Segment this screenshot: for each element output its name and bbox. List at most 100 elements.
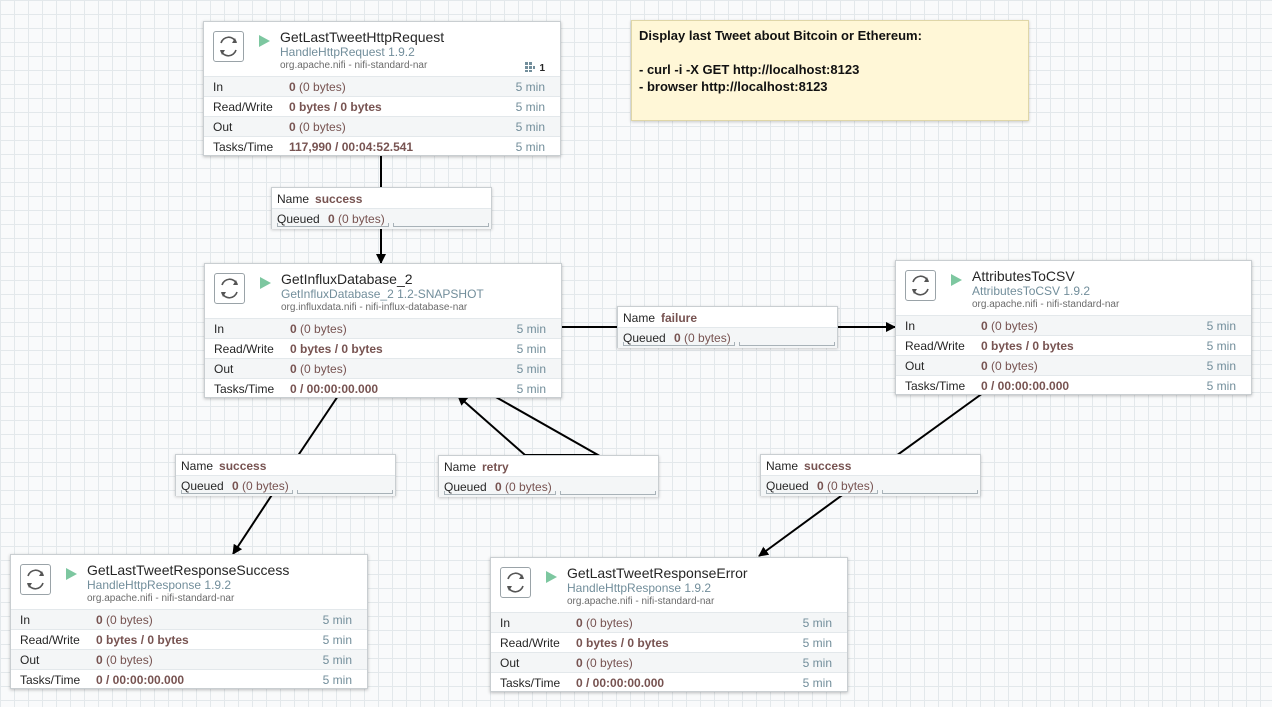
stat-value-out: 0 (0 bytes)	[981, 359, 1038, 373]
stat-value-out: 0 (0 bytes)	[290, 362, 347, 376]
processor-get-last-tweet-response-error[interactable]: GetLastTweetResponseError HandleHttpResp…	[490, 557, 848, 692]
stat-window: 5 min	[802, 636, 832, 650]
processor-type: HandleHttpRequest 1.9.2	[280, 45, 415, 59]
stat-label-out: Out	[213, 120, 233, 134]
processor-name: GetInfluxDatabase_2	[281, 271, 413, 287]
stat-window: 5 min	[322, 633, 352, 647]
processor-bundle: org.apache.nifi - nifi-standard-nar	[972, 299, 1120, 310]
processor-name: GetLastTweetHttpRequest	[280, 29, 445, 45]
stat-row-read-write: Read/Write 0 bytes / 0 bytes 5 min	[204, 96, 560, 116]
stat-window: 5 min	[322, 653, 352, 667]
running-icon	[259, 35, 270, 47]
stat-row-out: Out 0 (0 bytes) 5 min	[205, 358, 561, 378]
processor-get-last-tweet-http-request[interactable]: GetLastTweetHttpRequest HandleHttpReques…	[203, 21, 561, 156]
processor-bundle: org.influxdata.nifi - nifi-influx-databa…	[281, 302, 468, 313]
processor-get-last-tweet-response-success[interactable]: GetLastTweetResponseSuccess HandleHttpRe…	[10, 554, 368, 689]
stat-window: 5 min	[322, 613, 352, 627]
stat-label-read-write: Read/Write	[213, 100, 273, 114]
processor-bundle: org.apache.nifi - nifi-standard-nar	[280, 60, 428, 71]
stat-value-read-write: 0 bytes / 0 bytes	[96, 633, 189, 647]
stat-window: 5 min	[516, 362, 546, 376]
stat-value-tasks-time: 0 / 00:00:00.000	[576, 676, 665, 690]
stat-value-read-write: 0 bytes / 0 bytes	[290, 342, 383, 356]
stat-value-read-write: 0 bytes / 0 bytes	[981, 339, 1074, 353]
stat-value-tasks-time: 0 / 00:00:00.000	[290, 382, 379, 396]
running-icon	[66, 568, 77, 580]
running-icon	[951, 274, 962, 286]
stat-window: 5 min	[515, 120, 545, 134]
stat-row-out: Out 0 (0 bytes) 5 min	[11, 649, 367, 669]
canvas-note-label[interactable]: Display last Tweet about Bitcoin or Ethe…	[631, 20, 1029, 121]
stat-window: 5 min	[802, 656, 832, 670]
stat-window: 5 min	[1206, 379, 1236, 393]
processor-name: AttributesToCSV	[972, 268, 1075, 284]
stat-value-tasks-time: 0 / 00:00:00.000	[981, 379, 1070, 393]
stat-label-out: Out	[214, 362, 234, 376]
stat-label-tasks-time: Tasks/Time	[500, 676, 561, 690]
stat-label-read-write: Read/Write	[500, 636, 560, 650]
note-line-title: Display last Tweet about Bitcoin or Ethe…	[639, 28, 922, 43]
stat-window: 5 min	[515, 100, 545, 114]
active-threads: 1	[524, 61, 545, 76]
stat-value-out: 0 (0 bytes)	[289, 120, 346, 134]
connection-line-retry	[457, 395, 602, 456]
stat-row-out: Out 0 (0 bytes) 5 min	[491, 652, 847, 672]
processor-type: AttributesToCSV 1.9.2	[972, 284, 1091, 298]
stat-value-tasks-time: 117,990 / 00:04:52.541	[289, 140, 414, 154]
stat-value-in: 0 (0 bytes)	[981, 319, 1038, 333]
processor-type: HandleHttpResponse 1.9.2	[567, 581, 712, 595]
processor-attributes-to-csv[interactable]: AttributesToCSV AttributesToCSV 1.9.2 or…	[895, 260, 1252, 395]
processor-type: GetInfluxDatabase_2 1.2-SNAPSHOT	[281, 287, 484, 301]
stat-row-in: In 0 (0 bytes) 5 min	[896, 315, 1251, 335]
processor-bundle: org.apache.nifi - nifi-standard-nar	[567, 596, 715, 607]
stat-value-read-write: 0 bytes / 0 bytes	[289, 100, 382, 114]
stat-label-in: In	[214, 322, 225, 336]
stat-value-out: 0 (0 bytes)	[576, 656, 633, 670]
stat-label-in: In	[905, 319, 916, 333]
running-icon	[546, 571, 557, 583]
stat-label-out: Out	[20, 653, 40, 667]
stat-value-in: 0 (0 bytes)	[289, 80, 346, 94]
note-line-curl: - curl -i -X GET http://localhost:8123	[639, 62, 860, 77]
stat-label-read-write: Read/Write	[905, 339, 965, 353]
stat-value-out: 0 (0 bytes)	[96, 653, 153, 667]
stat-window: 5 min	[1206, 319, 1236, 333]
stat-value-in: 0 (0 bytes)	[576, 616, 633, 630]
processor-bundle: org.apache.nifi - nifi-standard-nar	[87, 593, 235, 604]
stat-label-tasks-time: Tasks/Time	[20, 673, 81, 687]
processor-get-influx-database[interactable]: GetInfluxDatabase_2 GetInfluxDatabase_2 …	[204, 263, 562, 398]
processor-icon	[213, 31, 244, 62]
stat-label-tasks-time: Tasks/Time	[213, 140, 274, 154]
stat-window: 5 min	[802, 676, 832, 690]
stat-window: 5 min	[516, 382, 546, 396]
processor-icon	[500, 567, 531, 598]
stat-row-tasks-time: Tasks/Time 0 / 00:00:00.000 5 min	[491, 672, 847, 692]
stat-value-tasks-time: 0 / 00:00:00.000	[96, 673, 185, 687]
thread-count: 1	[539, 63, 545, 74]
stat-label-out: Out	[905, 359, 925, 373]
stat-label-out: Out	[500, 656, 520, 670]
